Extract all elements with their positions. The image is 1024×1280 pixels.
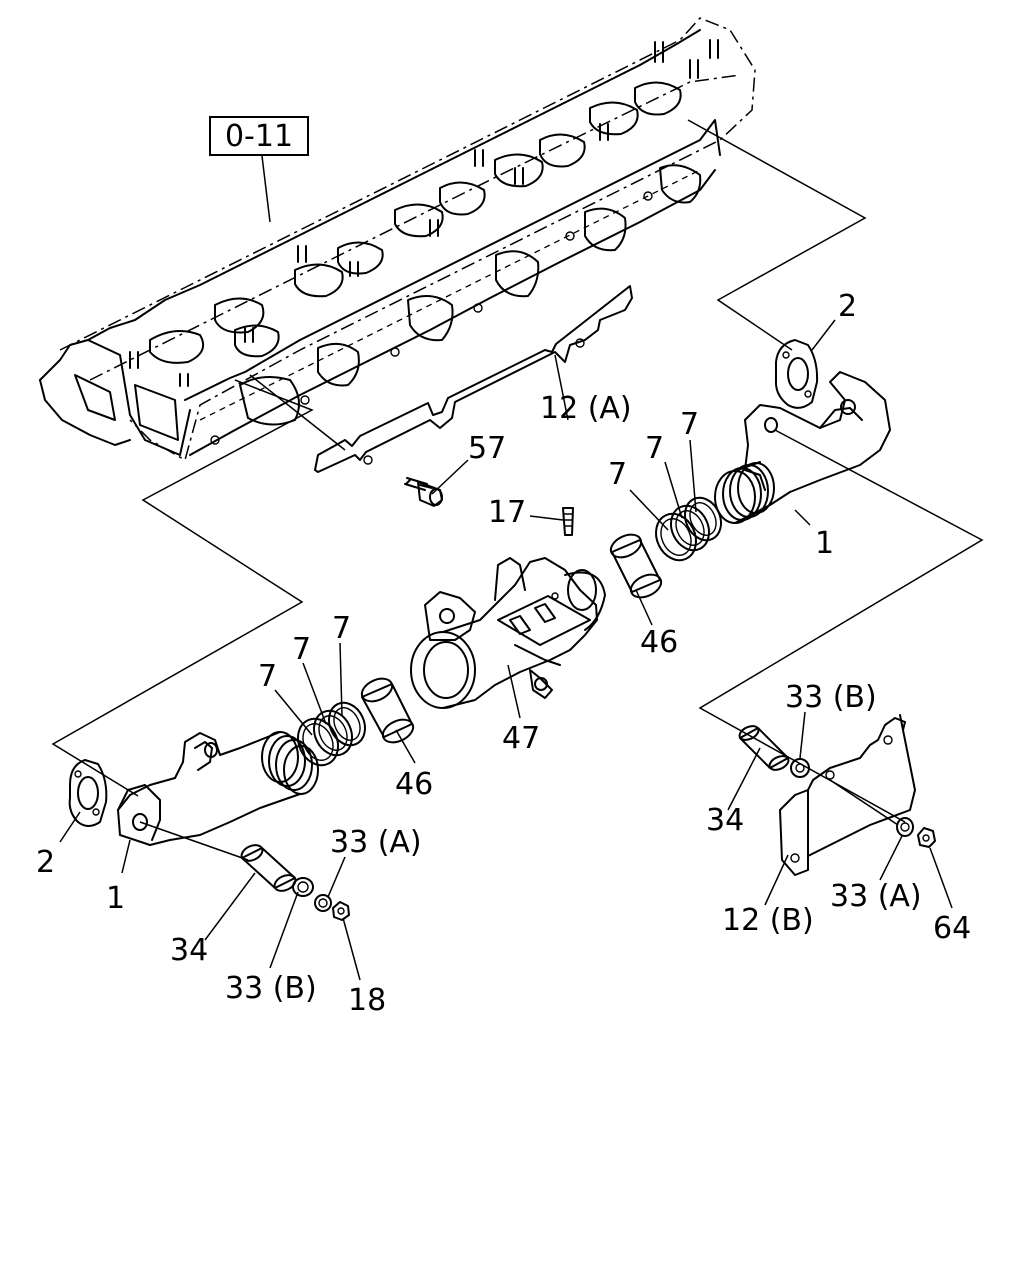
stud-17 — [562, 507, 574, 536]
callout-7-left-a: 7 — [258, 659, 277, 694]
callout-7-right-a: 7 — [608, 457, 627, 492]
nut-18 — [332, 901, 350, 921]
callout-33b-right: 33 (B) — [785, 680, 877, 715]
callout-12b: 12 (B) — [722, 903, 814, 938]
callout-leaders — [59, 319, 953, 981]
bolt-57 — [404, 477, 443, 507]
callout-18: 18 — [348, 983, 386, 1018]
washer-33b-left — [292, 877, 314, 897]
callout-46-left: 46 — [395, 767, 433, 802]
callout-57: 57 — [468, 431, 506, 466]
washer-33b-right — [790, 758, 810, 778]
callout-46-right: 46 — [640, 625, 678, 660]
bracket-12b — [779, 714, 916, 876]
callout-7-right-b: 7 — [645, 431, 664, 466]
washer-33a-left — [314, 894, 332, 912]
callout-34-left: 34 — [170, 933, 208, 968]
spacer-34-left — [240, 844, 297, 892]
callout-12a: 12 (A) — [540, 391, 632, 426]
callout-7-right-c: 7 — [680, 407, 699, 442]
gasket-2-top — [774, 339, 819, 409]
heat-shield-12a — [314, 285, 633, 473]
callout-33b-left: 33 (B) — [225, 971, 317, 1006]
sleeve-46-right — [609, 533, 663, 599]
gasket-2-left — [68, 759, 108, 827]
reference-box-label: 0-11 — [225, 119, 293, 154]
seal-rings-left — [297, 701, 366, 767]
callout-7-left-b: 7 — [292, 632, 311, 667]
callout-64: 64 — [933, 911, 971, 946]
callout-2-top: 2 — [838, 289, 857, 324]
callout-2-left: 2 — [36, 845, 55, 880]
callout-1-left: 1 — [106, 881, 125, 916]
callout-47: 47 — [502, 721, 540, 756]
callout-7-left-c: 7 — [332, 611, 351, 646]
sleeve-46-left — [360, 677, 415, 744]
exhaust-pipe-1-right — [714, 371, 891, 524]
callout-labels: 2 12 (A) 57 7 7 7 17 1 46 47 7 7 7 46 2 … — [36, 289, 971, 1018]
callout-34-right: 34 — [706, 803, 744, 838]
washer-33a-right — [896, 817, 914, 837]
exhaust-pipe-1-left — [117, 731, 319, 846]
spacer-34-right — [738, 725, 790, 771]
callout-1-right: 1 — [815, 526, 834, 561]
reference-box: 0-11 — [209, 116, 309, 223]
callout-33a-left: 33 (A) — [330, 825, 422, 860]
callout-33a-right: 33 (A) — [830, 879, 922, 914]
nut-64 — [917, 827, 936, 848]
cylinder-head — [39, 17, 756, 462]
connector-47 — [410, 557, 606, 709]
callout-17: 17 — [488, 495, 526, 530]
